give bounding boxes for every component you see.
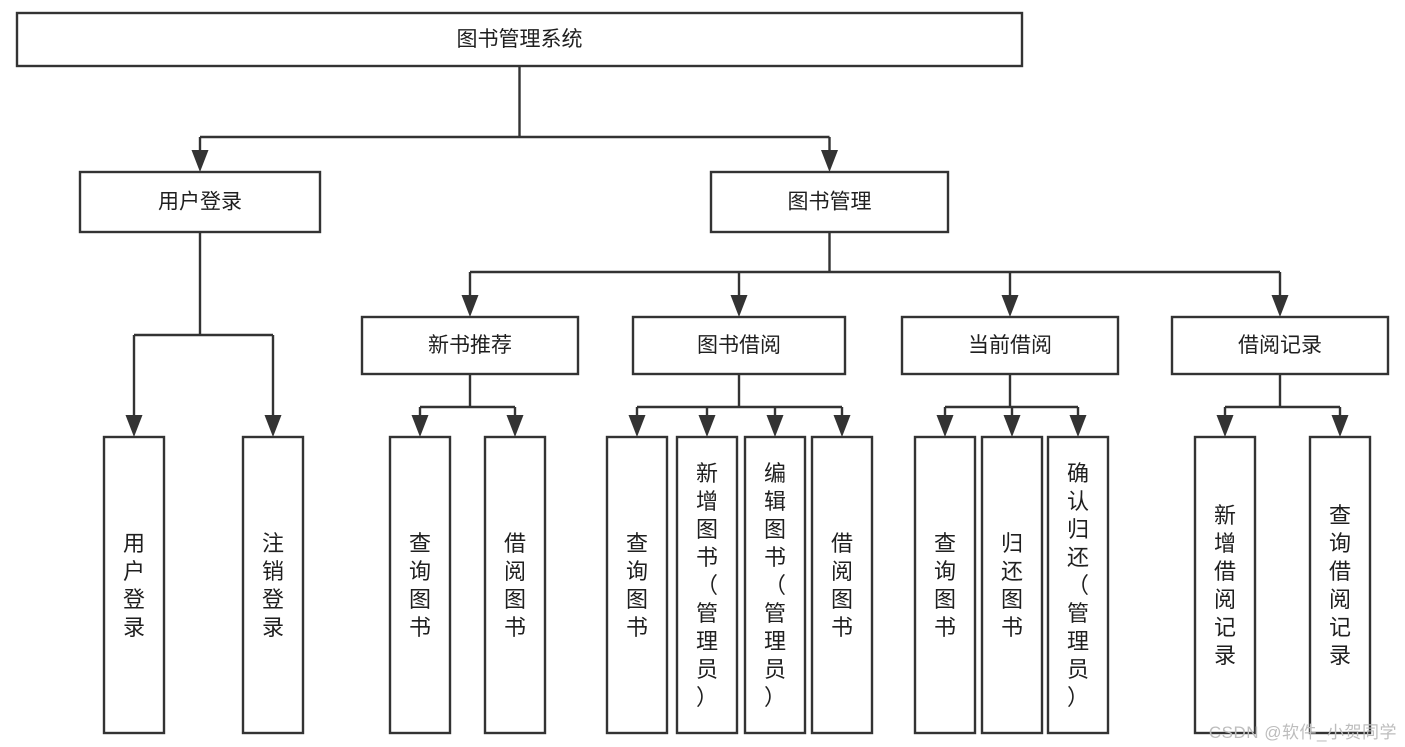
node-label-borrow-book-1: 借阅图书 [504, 531, 526, 640]
arrow-user-login-do [125, 335, 143, 437]
node-label-root: 图书管理系统 [457, 28, 583, 51]
node-box-user-login-do [102, 435, 166, 735]
node-edit-book-admin[interactable]: 编辑图书（管理员） [743, 435, 807, 735]
node-add-book-admin[interactable]: 新增图书（管理员） [675, 435, 739, 735]
arrow-borrow-record [1271, 272, 1289, 317]
arrow-query-book-3 [936, 407, 954, 437]
node-box-borrow-book-2 [810, 435, 874, 735]
node-borrow-record[interactable]: 借阅记录 [1170, 315, 1390, 376]
node-borrow-book-2[interactable]: 借阅图书 [810, 435, 874, 735]
node-add-borrow-record[interactable]: 新增借阅记录 [1193, 435, 1257, 735]
node-box-borrow-record [1170, 315, 1390, 376]
node-box-book-borrow [631, 315, 847, 376]
arrow-add-borrow-record [1216, 407, 1234, 437]
node-box-borrow-book-1 [483, 435, 547, 735]
node-return-book[interactable]: 归还图书 [980, 435, 1044, 735]
connector-layer [125, 66, 1349, 437]
arrow-return-book [1003, 407, 1021, 437]
node-label-return-book: 归还图书 [1001, 531, 1023, 640]
node-box-user-login [78, 170, 322, 234]
node-label-user-logout: 注销登录 [262, 531, 284, 640]
node-box-query-book-3 [913, 435, 977, 735]
node-box-user-logout [241, 435, 305, 735]
arrow-edit-book-admin [766, 407, 784, 437]
node-box-query-borrow-record [1308, 435, 1372, 735]
node-box-query-book-1 [388, 435, 452, 735]
node-label-book-borrow: 图书借阅 [697, 334, 781, 357]
node-box-query-book-2 [605, 435, 669, 735]
node-label-borrow-book-2: 借阅图书 [831, 531, 853, 640]
node-box-current-borrow [900, 315, 1120, 376]
arrow-book-manage [821, 137, 838, 172]
arrow-user-logout [264, 335, 282, 437]
node-label-confirm-return-admin: 确认归还（管理员） [1067, 461, 1089, 710]
arrow-query-book-1 [411, 407, 429, 437]
node-box-add-borrow-record [1193, 435, 1257, 735]
node-query-borrow-record[interactable]: 查询借阅记录 [1308, 435, 1372, 735]
node-new-book-recommend[interactable]: 新书推荐 [360, 315, 580, 376]
node-box-book-manage [709, 170, 950, 234]
node-box-add-book-admin [675, 435, 739, 735]
arrow-query-borrow-record [1331, 407, 1349, 437]
node-label-add-book-admin: 新增图书（管理员） [696, 461, 718, 710]
arrow-query-book-2 [628, 407, 646, 437]
arrow-borrow-book-1 [506, 407, 524, 437]
node-user-login[interactable]: 用户登录 [78, 170, 322, 234]
node-query-book-3[interactable]: 查询图书 [913, 435, 977, 735]
node-label-edit-book-admin: 编辑图书（管理员） [764, 461, 786, 710]
arrow-user-login [191, 137, 209, 172]
node-user-logout[interactable]: 注销登录 [241, 435, 305, 735]
node-confirm-return-admin[interactable]: 确认归还（管理员） [1046, 435, 1110, 735]
node-borrow-book-1[interactable]: 借阅图书 [483, 435, 547, 735]
arrow-current-borrow [1001, 272, 1019, 317]
arrow-add-book-admin [698, 407, 716, 437]
node-box-root [15, 11, 1024, 68]
node-box-return-book [980, 435, 1044, 735]
node-book-manage[interactable]: 图书管理 [709, 170, 950, 234]
node-label-current-borrow: 当前借阅 [968, 334, 1052, 357]
node-query-book-1[interactable]: 查询图书 [388, 435, 452, 735]
node-box-edit-book-admin [743, 435, 807, 735]
node-layer: 图书管理系统用户登录图书管理用户登录注销登录新书推荐查询图书借阅图书图书借阅查询… [15, 11, 1390, 735]
node-label-add-borrow-record: 新增借阅记录 [1214, 503, 1236, 668]
node-label-borrow-record: 借阅记录 [1238, 334, 1322, 357]
arrow-borrow-book-2 [833, 407, 851, 437]
node-root[interactable]: 图书管理系统 [15, 11, 1024, 68]
node-label-new-book-recommend: 新书推荐 [428, 334, 512, 357]
node-label-query-book-3: 查询图书 [934, 531, 956, 640]
node-query-book-2[interactable]: 查询图书 [605, 435, 669, 735]
arrow-new-book-recommend [461, 272, 479, 317]
node-label-query-book-1: 查询图书 [409, 531, 431, 640]
node-current-borrow[interactable]: 当前借阅 [900, 315, 1120, 376]
node-box-new-book-recommend [360, 315, 580, 376]
node-label-user-login-do: 用户登录 [123, 531, 145, 640]
node-label-query-book-2: 查询图书 [626, 531, 648, 640]
node-user-login-do[interactable]: 用户登录 [102, 435, 166, 735]
node-box-confirm-return-admin [1046, 435, 1110, 735]
node-book-borrow[interactable]: 图书借阅 [631, 315, 847, 376]
node-label-query-borrow-record: 查询借阅记录 [1329, 503, 1351, 668]
node-label-user-login: 用户登录 [158, 191, 242, 214]
arrow-confirm-return-admin [1069, 407, 1087, 437]
node-label-book-manage: 图书管理 [788, 191, 872, 214]
arrow-book-borrow [730, 272, 748, 317]
